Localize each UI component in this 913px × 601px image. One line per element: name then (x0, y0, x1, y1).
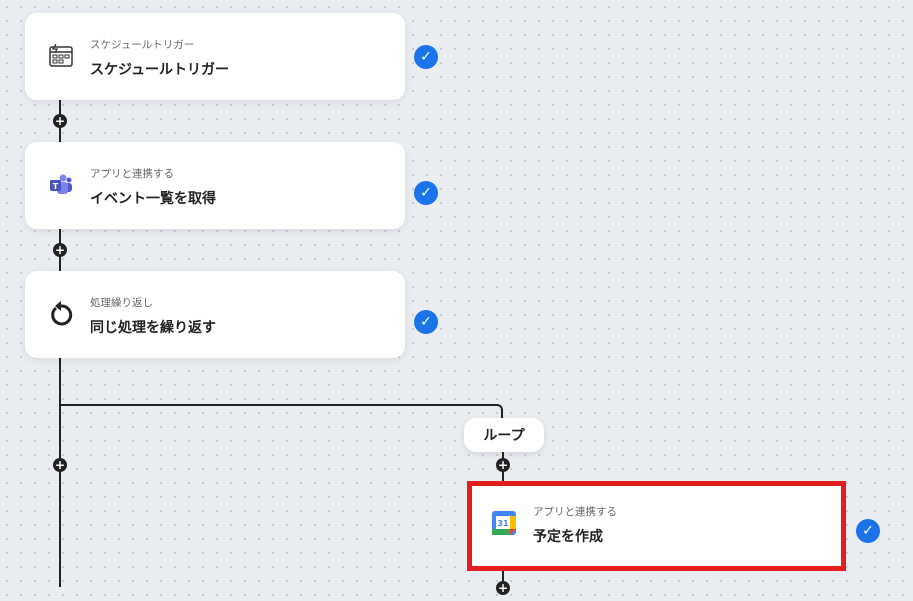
loop-label[interactable]: ループ (464, 418, 544, 452)
check-icon: ✓ (414, 45, 438, 69)
step-create-event[interactable]: 31 アプリと連携する 予定を作成 (467, 481, 846, 571)
step-subtitle: スケジュールトリガー (90, 39, 195, 51)
step-subtitle: アプリと連携する (90, 168, 174, 180)
add-step-button[interactable]: + (53, 114, 67, 128)
step-title: スケジュールトリガー (90, 62, 230, 78)
check-icon: ✓ (414, 181, 438, 205)
add-step-button[interactable]: + (53, 458, 67, 472)
google-calendar-icon: 31 (492, 511, 516, 535)
step-get-events[interactable]: T アプリと連携する イベント一覧を取得 (25, 142, 405, 229)
add-step-button[interactable]: + (496, 458, 510, 472)
calendar-trigger-icon (47, 42, 75, 70)
step-loop[interactable]: 処理繰り返し 同じ処理を繰り返す (25, 271, 405, 358)
step-title: 同じ処理を繰り返す (90, 320, 216, 336)
loop-icon (47, 300, 75, 328)
add-step-button[interactable]: + (496, 581, 510, 595)
check-icon: ✓ (856, 519, 880, 543)
connector-branch (60, 404, 503, 420)
step-subtitle: アプリと連携する (533, 506, 617, 518)
step-subtitle: 処理繰り返し (90, 297, 153, 309)
add-step-button[interactable]: + (53, 243, 67, 257)
check-icon: ✓ (414, 310, 438, 334)
teams-icon: T (47, 171, 75, 199)
svg-text:31: 31 (497, 519, 509, 528)
step-schedule-trigger[interactable]: スケジュールトリガー スケジュールトリガー (25, 13, 405, 100)
step-title: 予定を作成 (533, 529, 603, 545)
step-title: イベント一覧を取得 (90, 191, 216, 207)
svg-text:T: T (53, 182, 59, 191)
